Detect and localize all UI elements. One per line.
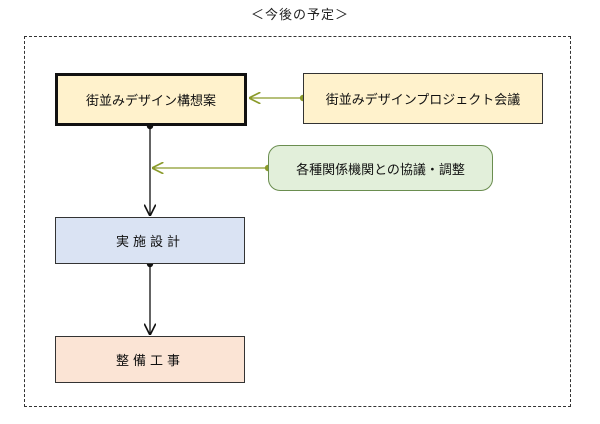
node-project-meeting: 街並みデザインプロジェクト会議 (303, 73, 543, 124)
node-consultation-label: 各種関係機関との協議・調整 (296, 162, 465, 178)
edge-project-to-concept (250, 95, 307, 101)
node-construction-label: 整備工事 (115, 354, 184, 369)
node-consultation: 各種関係機関との協議・調整 (268, 145, 493, 191)
node-concept: 街並みデザイン構想案 (55, 73, 247, 126)
edge-concept-to-design (147, 122, 153, 215)
node-project-meeting-label: 街並みデザインプロジェクト会議 (325, 93, 521, 108)
node-concept-label: 街並みデザイン構想案 (85, 94, 216, 109)
node-detailed-design: 実施設計 (55, 217, 245, 264)
page-title: ＜今後の予定＞ (250, 8, 349, 23)
dashed-frame (24, 36, 571, 407)
edge-consultation-to-line (153, 165, 272, 171)
node-detailed-design-label: 実施設計 (115, 235, 184, 250)
edge-design-to-works (147, 260, 153, 334)
node-construction: 整備工事 (55, 336, 245, 383)
